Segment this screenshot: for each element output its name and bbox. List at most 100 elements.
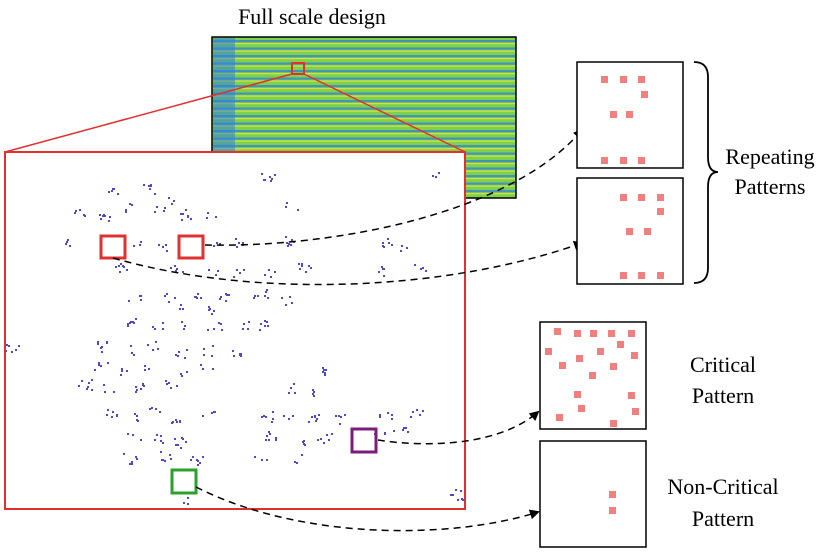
- layout-via: [170, 387, 172, 389]
- layout-via: [126, 269, 128, 271]
- layout-via: [101, 351, 103, 353]
- layout-via: [101, 346, 103, 348]
- layout-via: [172, 421, 174, 423]
- design-stripe: [213, 100, 515, 103]
- layout-via: [112, 411, 114, 413]
- layout-via: [271, 178, 273, 180]
- arrow-repeat-2: [112, 240, 584, 286]
- layout-via: [67, 239, 69, 241]
- layout-via: [152, 326, 154, 328]
- pattern-via: [610, 363, 617, 370]
- repeating-pattern-clip-1: [576, 61, 684, 169]
- layout-via: [263, 415, 265, 417]
- layout-via: [281, 297, 283, 299]
- layout-via: [202, 368, 204, 370]
- layout-via: [243, 269, 245, 271]
- layout-via: [115, 266, 117, 268]
- layout-via: [152, 349, 154, 351]
- layout-via: [176, 385, 178, 387]
- layout-via: [314, 415, 316, 417]
- layout-via: [83, 214, 85, 216]
- design-stripe: [213, 137, 515, 140]
- layout-via: [123, 266, 125, 268]
- layout-via: [239, 354, 241, 356]
- layout-via: [213, 245, 215, 247]
- layout-via: [290, 244, 292, 246]
- layout-via: [208, 309, 210, 311]
- layout-via: [160, 435, 162, 437]
- layout-via: [299, 268, 301, 270]
- design-stripe: [213, 65, 515, 67]
- layout-via: [270, 180, 272, 182]
- layout-vias: [5, 172, 464, 505]
- repeating-pattern-clip-2: [576, 177, 684, 285]
- layout-via: [257, 295, 259, 297]
- layout-via: [301, 263, 303, 265]
- layout-via: [170, 267, 172, 269]
- critical-highlight: [350, 427, 378, 454]
- layout-via: [326, 434, 328, 436]
- layout-via: [383, 246, 385, 248]
- layout-via: [97, 343, 99, 345]
- layout-via: [202, 415, 204, 417]
- layout-via: [324, 374, 326, 376]
- layout-via: [135, 386, 137, 388]
- layout-via: [190, 459, 192, 461]
- layout-via: [381, 266, 383, 268]
- layout-via: [338, 415, 340, 417]
- layout-via: [212, 368, 214, 370]
- layout-via: [132, 434, 134, 436]
- layout-via: [165, 380, 167, 382]
- layout-via: [177, 444, 179, 446]
- layout-via: [335, 415, 337, 417]
- layout-via: [266, 321, 268, 323]
- pattern-via: [626, 111, 633, 118]
- design-stripe: [213, 58, 515, 60]
- design-stripe: [213, 95, 515, 97]
- layout-via: [156, 434, 158, 436]
- pattern-via: [620, 272, 627, 279]
- noncritical-pattern-clip: [539, 440, 647, 548]
- layout-via: [196, 459, 198, 461]
- layout-via: [268, 439, 270, 441]
- layout-via: [233, 355, 235, 357]
- layout-via: [265, 439, 267, 441]
- layout-via: [325, 369, 327, 371]
- layout-via: [261, 459, 263, 461]
- layout-via: [248, 321, 250, 323]
- layout-via: [140, 388, 142, 390]
- design-stripe: [213, 118, 515, 120]
- pattern-via: [632, 408, 639, 415]
- layout-via: [460, 490, 462, 492]
- design-stripe: [213, 88, 515, 90]
- layout-via: [220, 296, 222, 298]
- layout-via: [181, 219, 183, 221]
- pattern-via: [610, 420, 617, 427]
- layout-via: [286, 242, 288, 244]
- layout-via: [130, 321, 132, 323]
- layout-via: [269, 176, 271, 178]
- layout-via: [292, 415, 294, 417]
- layout-via: [183, 502, 185, 504]
- repeating-highlight-2: [177, 234, 205, 260]
- layout-via: [98, 364, 100, 366]
- layout-via: [260, 323, 262, 325]
- layout-via: [254, 456, 256, 458]
- pattern-via: [578, 405, 585, 412]
- layout-via: [178, 351, 180, 353]
- layout-via: [213, 328, 215, 330]
- layout-via: [149, 188, 151, 190]
- design-stripe: [213, 130, 515, 133]
- design-stripe: [213, 43, 515, 45]
- pattern-via: [638, 76, 645, 83]
- pattern-via: [610, 111, 617, 118]
- layout-via: [290, 387, 292, 389]
- layout-via: [215, 216, 217, 218]
- layout-via: [322, 371, 324, 373]
- layout-via: [164, 295, 166, 297]
- layout-via: [236, 246, 238, 248]
- layout-via: [384, 432, 386, 434]
- layout-via: [126, 370, 128, 372]
- layout-via: [15, 349, 17, 351]
- layout-via: [391, 244, 393, 246]
